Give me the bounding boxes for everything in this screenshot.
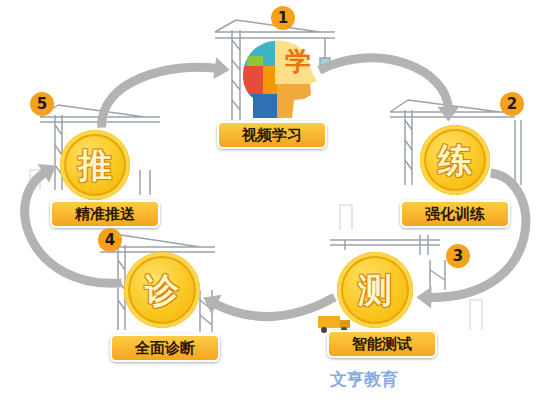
- stage-name: 全面诊断: [135, 341, 195, 356]
- callout-number: 2: [500, 92, 524, 116]
- stage-label: 全面诊断: [110, 334, 220, 362]
- stage-coin: 推: [60, 130, 130, 200]
- stage-name: 强化训练: [425, 207, 485, 222]
- stage-coin: 诊: [124, 252, 200, 328]
- arrow-head: [38, 164, 57, 183]
- callout-number: 1: [271, 6, 295, 30]
- head-illustration: 学: [233, 36, 317, 120]
- callout-number: 4: [98, 228, 122, 252]
- watermark: 文亨教育: [330, 368, 398, 391]
- cycle-arrow: [102, 57, 230, 127]
- arrow-head: [437, 106, 459, 121]
- stage-name: 精准推送: [75, 207, 135, 222]
- callout-number: 5: [30, 92, 54, 116]
- cycle-arrow: [416, 173, 525, 308]
- arrow-body: [102, 67, 218, 127]
- stage-character: 测: [358, 273, 392, 307]
- stage-character: 学: [285, 48, 311, 74]
- stage-character: 练: [438, 143, 472, 177]
- stage-label: 视频学习: [217, 121, 327, 149]
- stage-name: 智能测试: [352, 337, 412, 352]
- stage-character: 推: [78, 148, 112, 182]
- stage-label: 精准推送: [50, 200, 160, 228]
- stage-coin: 测: [337, 252, 413, 328]
- stage-coin: 练: [420, 125, 490, 195]
- arrow-head: [203, 295, 221, 314]
- stage-character: 诊: [145, 273, 179, 307]
- cycle-arrow: [203, 295, 334, 317]
- arrow-head: [416, 286, 431, 308]
- arrow-head: [213, 57, 229, 79]
- stage-label: 智能测试: [327, 330, 437, 358]
- stage-label: 强化训练: [400, 200, 510, 228]
- arrow-body: [214, 297, 335, 316]
- cycle-arrow: [319, 58, 459, 122]
- stage-name: 视频学习: [242, 128, 302, 143]
- arrow-body: [319, 58, 448, 110]
- callout-number: 3: [446, 244, 470, 268]
